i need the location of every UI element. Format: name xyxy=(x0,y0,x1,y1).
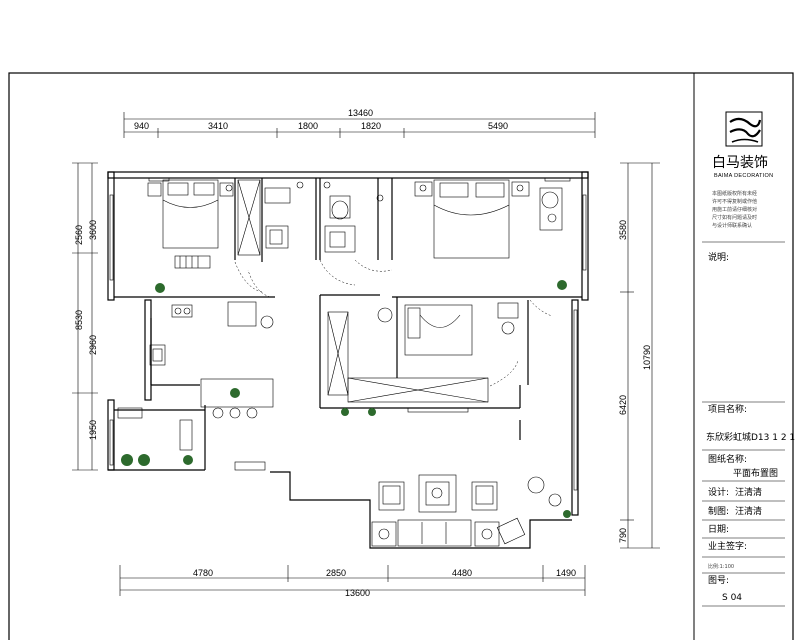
coffee-table xyxy=(418,474,457,513)
project-label: 项目名称: xyxy=(708,403,747,415)
dim-bottom-seg-1: 4780 xyxy=(193,568,213,578)
dim-bottom-seg-2: 2850 xyxy=(326,568,346,578)
refrigerator xyxy=(227,301,257,327)
interior-walls xyxy=(114,178,582,440)
notice-line-1: 本图纸版权所有未经 xyxy=(712,190,757,197)
windows xyxy=(109,177,587,491)
armchair xyxy=(378,481,405,511)
bed-3 xyxy=(404,304,473,356)
plant-icon xyxy=(121,454,133,466)
dim-top-seg-2: 3410 xyxy=(208,121,228,131)
plant-icon xyxy=(341,408,349,416)
dim-bottom-seg-3: 4480 xyxy=(452,568,472,578)
drafter-value: 汪清清 xyxy=(735,505,762,517)
bathroom-2 xyxy=(323,181,384,253)
dim-top-total: 13460 xyxy=(348,108,373,118)
drafter-label: 制图: xyxy=(708,505,729,517)
client-sign-label: 业主签字: xyxy=(708,540,747,552)
notice-line-2: 许可不得复制或作他 xyxy=(712,198,757,205)
dim-top-seg-4: 1820 xyxy=(361,121,381,131)
dim-right-outer-1: 3580 xyxy=(618,220,628,240)
dim-right-outer-2: 6420 xyxy=(618,395,628,415)
living-room xyxy=(371,474,571,547)
dining-table xyxy=(200,378,274,408)
drawing-name-value: 平面布置图 xyxy=(733,467,778,479)
notice-line-4: 尺寸如有问题请及时 xyxy=(712,214,757,221)
bedroom-3 xyxy=(327,302,519,416)
drawing-no-label: 图号: xyxy=(708,575,729,586)
dim-left-outer-3: 1950 xyxy=(88,420,98,440)
drawing-no-value: S 04 xyxy=(722,593,742,603)
armchair xyxy=(471,481,498,511)
plant-icon xyxy=(563,510,571,518)
company-name-en: BAIMA DECORATION xyxy=(714,173,773,179)
bedroom-1 xyxy=(147,179,261,293)
dim-left-outer-2: 8530 xyxy=(74,310,84,330)
bed-1 xyxy=(162,179,219,249)
bed-2 xyxy=(433,179,510,259)
wardrobe-1 xyxy=(237,179,261,256)
dining-chair xyxy=(246,407,258,419)
dining-chair xyxy=(212,407,224,419)
dim-right-total: 10790 xyxy=(642,345,652,370)
top-dimensions xyxy=(123,112,596,138)
master-bedroom xyxy=(414,179,567,290)
scale-label: 比例:1:100 xyxy=(708,563,734,570)
date-label: 日期: xyxy=(708,524,729,535)
right-dimensions xyxy=(620,162,660,549)
bottom-dimensions xyxy=(119,565,586,596)
dim-bottom-total: 13600 xyxy=(345,588,370,598)
plant-icon xyxy=(183,455,193,465)
kitchen xyxy=(149,301,274,419)
project-value: 东欣彩虹城D13 1 2 1 xyxy=(706,431,795,443)
plant-icon xyxy=(557,280,567,290)
dim-top-seg-3: 1800 xyxy=(298,121,318,131)
plant-icon xyxy=(368,408,376,416)
notice-line-5: 与设计师联系确认 xyxy=(712,222,752,229)
drawing-name-label: 图纸名称: xyxy=(708,453,747,465)
notice-line-3: 用施工前请仔细核对 xyxy=(712,206,757,213)
designer-value: 汪清清 xyxy=(735,486,762,498)
dim-top-seg-1: 940 xyxy=(134,121,149,131)
dining-chair xyxy=(229,407,241,419)
dim-left-inner-2: 2960 xyxy=(88,335,98,355)
bathroom-1 xyxy=(264,181,304,249)
exterior-walls xyxy=(107,171,589,549)
title-block: 白马装饰 BAIMA DECORATION 本图纸版权所有未经 许可不得复制或作… xyxy=(702,111,795,607)
company-name: 白马装饰 xyxy=(712,155,768,171)
plant-icon xyxy=(155,283,165,293)
desk-1 xyxy=(174,255,211,269)
dim-left-outer-1: 2560 xyxy=(74,225,84,245)
toilet xyxy=(329,195,351,219)
sofa xyxy=(397,519,472,547)
plant-icon xyxy=(138,454,150,466)
balcony xyxy=(117,407,193,466)
description-label: 说明: xyxy=(708,251,729,263)
door-swings xyxy=(234,259,553,387)
sheet-border xyxy=(8,72,794,640)
left-dimensions xyxy=(72,162,98,471)
company-logo-icon xyxy=(725,111,763,147)
plant-icon xyxy=(230,388,240,398)
dim-right-outer-3: 790 xyxy=(618,528,628,543)
wardrobe-3 xyxy=(347,377,489,403)
dim-left-inner-1: 3600 xyxy=(88,220,98,240)
designer-label: 设计: xyxy=(708,486,729,498)
dim-bottom-seg-4: 1490 xyxy=(556,568,576,578)
dim-top-seg-5: 5490 xyxy=(488,121,508,131)
